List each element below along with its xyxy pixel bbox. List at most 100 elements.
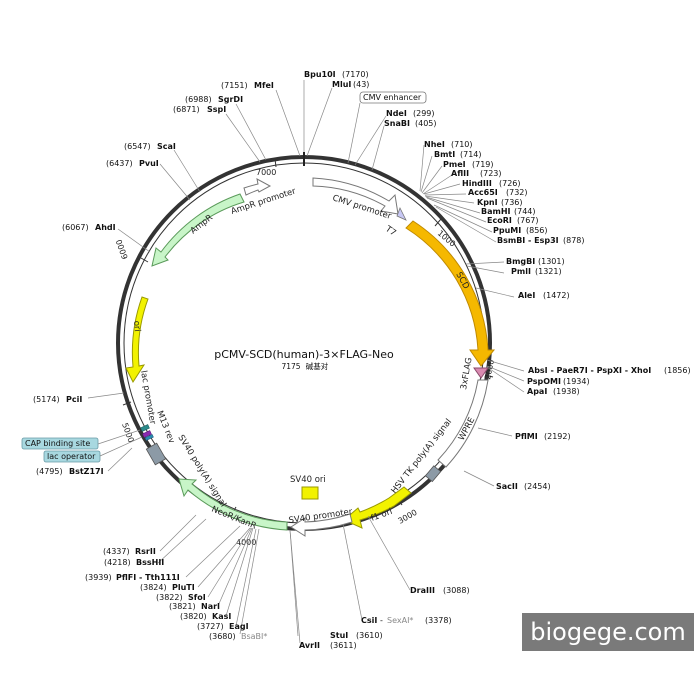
tick-5000: 5000 bbox=[120, 422, 135, 444]
site-bpu10i-pos: (7170) bbox=[342, 70, 369, 79]
site-rsrii-name: RsrII bbox=[135, 547, 156, 556]
site-sgrdi-pos: (6988) bbox=[185, 95, 212, 104]
site-sspi-name: SspI bbox=[207, 105, 226, 114]
lac-operator-box bbox=[43, 450, 101, 463]
site-bsmbi-pos: (878) bbox=[563, 236, 585, 245]
wpre-arrow bbox=[437, 379, 489, 468]
site-mlui-name: MluI bbox=[332, 80, 351, 89]
sv40-ori-block bbox=[301, 486, 319, 500]
site-acc65i-name: Acc65I bbox=[468, 188, 498, 197]
site-bstz17i-name: BstZ17I bbox=[69, 467, 104, 476]
t7-label: T7 bbox=[382, 224, 397, 239]
lac-promoter-block bbox=[140, 424, 150, 432]
site-bsabi-name: BsaBI* bbox=[241, 632, 267, 641]
site-nari-pos: (3821) bbox=[169, 602, 196, 611]
hsv-tk-polya-block bbox=[424, 465, 442, 483]
site-bamhi-name: BamHI bbox=[481, 207, 511, 216]
site-nhei-name: NheI bbox=[424, 140, 445, 149]
site-sgrdi-name: SgrDI bbox=[218, 95, 243, 104]
site-kasi-pos: (3820) bbox=[180, 612, 207, 621]
site-sspi-pos: (6871) bbox=[173, 105, 200, 114]
site-aflii-pos: (723) bbox=[480, 169, 502, 178]
site-pflmi-name: PflMI bbox=[515, 432, 538, 441]
tick-4000: 4000 bbox=[236, 538, 256, 547]
site-pmli-pos: (1321) bbox=[535, 267, 562, 276]
plasmid-name: pCMV-SCD(human)-3×FLAG-Neo bbox=[214, 348, 394, 361]
site-hindiii-name: HindIII bbox=[462, 179, 492, 188]
site-stui-pos: (3610) bbox=[356, 631, 383, 640]
ampr-promoter-arrow bbox=[243, 178, 272, 196]
site-apai-pos: (1938) bbox=[553, 387, 580, 396]
site-absi-pos: (1856) bbox=[664, 366, 691, 375]
site-csii-sep: - bbox=[380, 616, 383, 625]
site-hindiii-pos: (726) bbox=[499, 179, 521, 188]
ori-arrow bbox=[125, 296, 149, 384]
site-stui-name: StuI bbox=[330, 631, 348, 640]
site-bpu10i-name: Bpu10I bbox=[304, 70, 336, 79]
site-absi-name: AbsI - PaeR7I - PspXI - XhoI bbox=[528, 366, 651, 375]
cap-binding-site-label: CAP binding site bbox=[25, 439, 90, 448]
cmv-enhancer-label: CMV enhancer bbox=[363, 93, 422, 102]
site-snabi-name: SnaBI bbox=[384, 119, 410, 128]
site-eagi-pos: (3727) bbox=[197, 622, 224, 631]
backbone-inner-ring bbox=[123, 162, 485, 524]
site-snabi-pos: (405) bbox=[415, 119, 437, 128]
site-pluti-name: PluTI bbox=[172, 583, 195, 592]
site-dralii-pos: (3088) bbox=[443, 586, 470, 595]
site-bsshii-pos: (4218) bbox=[104, 558, 131, 567]
site-aflii-name: AflII bbox=[451, 169, 469, 178]
site-mlui-pos: (43) bbox=[353, 80, 369, 89]
site-nari-name: NarI bbox=[201, 602, 220, 611]
tick-2000: 2000 bbox=[483, 359, 496, 381]
site-ndei-name: NdeI bbox=[386, 109, 407, 118]
site-pvui-name: PvuI bbox=[139, 159, 159, 168]
site-sexai-name: SexAI* bbox=[387, 616, 413, 625]
site-sacii-name: SacII bbox=[496, 482, 518, 491]
site-csii-pos: (3378) bbox=[425, 616, 452, 625]
site-mfei-pos: (7151) bbox=[221, 81, 248, 90]
site-sfoi-pos: (3822) bbox=[156, 593, 183, 602]
site-bsabi-pos: (3680) bbox=[209, 632, 236, 641]
site-ppumi-name: PpuMI bbox=[493, 226, 521, 235]
sv40-promoter-arrow bbox=[290, 513, 353, 537]
site-rsrii-pos: (4337) bbox=[103, 547, 130, 556]
m13-rev-block bbox=[142, 430, 152, 438]
m13-rev-label: M13 rev bbox=[154, 409, 176, 445]
t7-marker bbox=[396, 207, 407, 221]
site-acc65i-pos: (732) bbox=[506, 188, 528, 197]
site-bmgbi-pos: (1301) bbox=[538, 257, 565, 266]
site-bstz17i-pos: (4795) bbox=[36, 467, 63, 476]
ampr-arrow bbox=[151, 193, 245, 267]
site-bmgbi-name: BmgBI bbox=[506, 257, 535, 266]
watermark: biogege.com bbox=[522, 613, 694, 651]
site-bmti-pos: (714) bbox=[460, 150, 482, 159]
site-dralii-name: DraIII bbox=[410, 586, 435, 595]
site-pflfi-pos: (3939) bbox=[85, 573, 112, 582]
site-pmli-name: PmlI bbox=[511, 267, 531, 276]
site-eagi-name: EagI bbox=[229, 622, 249, 631]
site-ecori-pos: (767) bbox=[517, 216, 539, 225]
site-pluti-pos: (3824) bbox=[140, 583, 167, 592]
sv40-polya-block bbox=[145, 442, 167, 466]
site-kpni-name: KpnI bbox=[477, 198, 498, 207]
site-bmti-name: BmtI bbox=[434, 150, 455, 159]
tick-6000: 6000 bbox=[114, 238, 129, 260]
cmv-promoter-arrow bbox=[312, 177, 399, 215]
plasmid-size: 7175 bbox=[281, 362, 300, 371]
lac-operator-label: lac operator bbox=[47, 452, 96, 461]
site-csii-name: CsiI bbox=[361, 616, 377, 625]
site-nhei-pos: (710) bbox=[451, 140, 473, 149]
site-sacii-pos: (2454) bbox=[524, 482, 551, 491]
site-scai-pos: (6547) bbox=[124, 142, 151, 151]
restriction-sites: Bpu10I (7170) MluI (43) (7151) MfeI (698… bbox=[33, 70, 691, 650]
site-pmei-name: PmeI bbox=[443, 160, 466, 169]
plasmid-size-unit: 碱基对 bbox=[306, 361, 329, 371]
site-sfoi-name: SfoI bbox=[188, 593, 206, 602]
site-ppumi-pos: (856) bbox=[526, 226, 548, 235]
cap-binding-site-box bbox=[21, 437, 99, 450]
tick-3000: 3000 bbox=[397, 508, 419, 526]
site-alei-pos: (1472) bbox=[543, 291, 570, 300]
site-pflfi-name: PflFI - Tth111I bbox=[116, 573, 180, 582]
f1-ori-arrow bbox=[343, 486, 412, 529]
lac-operator-leader bbox=[99, 436, 143, 457]
